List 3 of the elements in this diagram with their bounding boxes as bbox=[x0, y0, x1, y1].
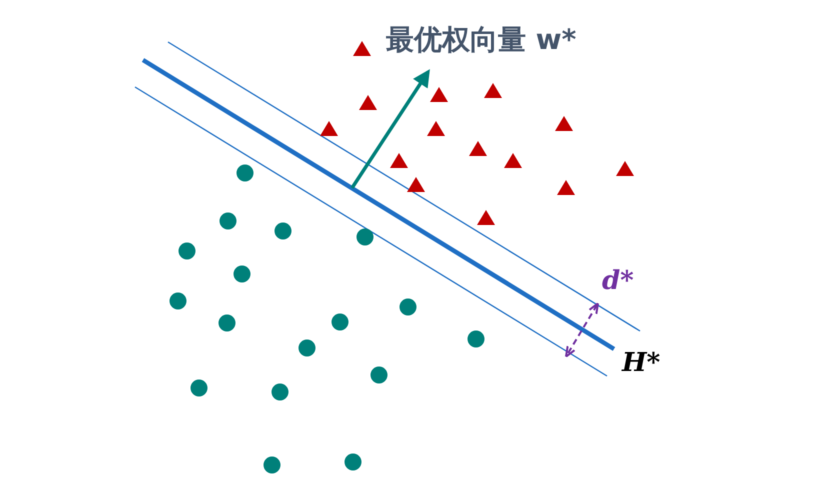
hyperplane-label: H* bbox=[622, 350, 660, 376]
distance-label: d* bbox=[602, 268, 634, 294]
vector-label: 最优权向量 w* bbox=[386, 26, 576, 54]
